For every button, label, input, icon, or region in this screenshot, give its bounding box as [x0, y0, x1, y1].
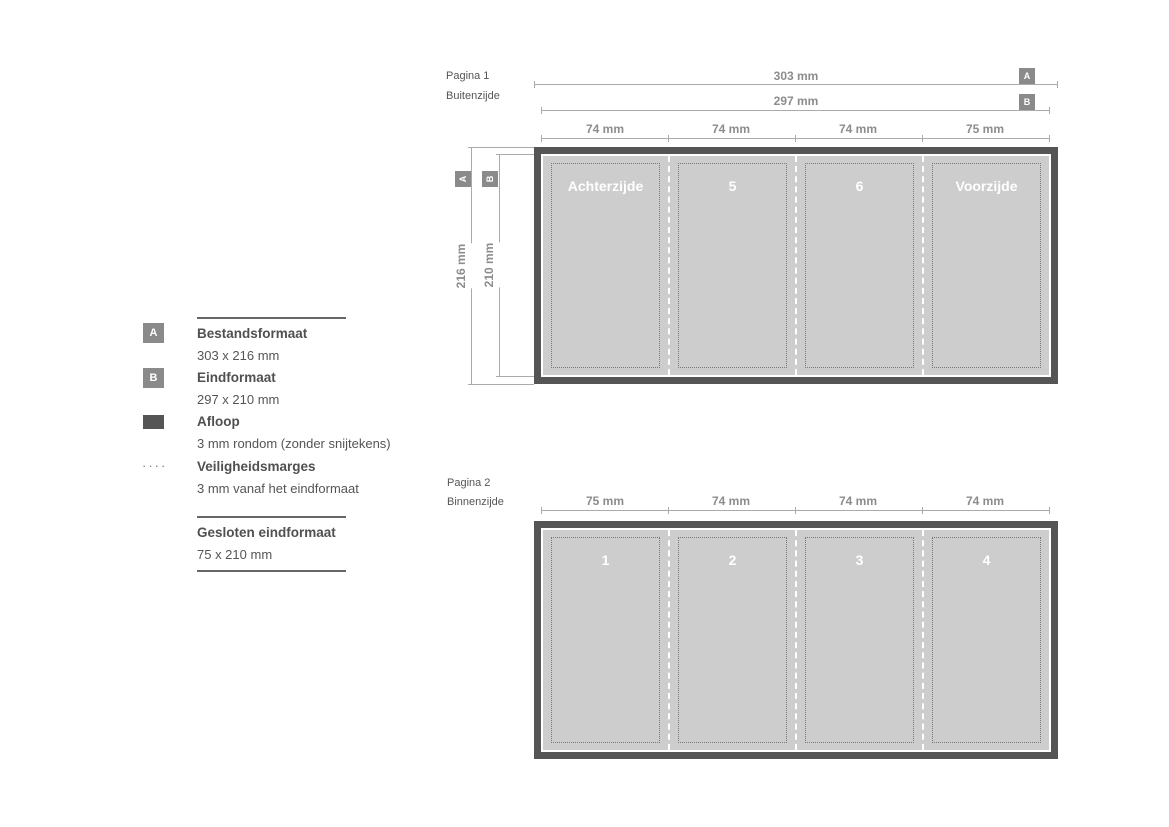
height-a-label: 216 mm	[448, 243, 474, 289]
width-a-tick-left	[534, 81, 535, 88]
panel-width-label: 74 mm	[832, 122, 884, 136]
panel-label: 3	[855, 552, 864, 568]
width-b-tick-left	[541, 107, 542, 114]
height-b-badge: B	[482, 171, 498, 187]
legend-text-gesloten: 75 x 210 mm	[197, 547, 273, 562]
safety-margin	[805, 537, 914, 743]
legend-title-afloop: Afloop	[197, 414, 240, 429]
legend-title-veiligheidsmarges: Veiligheidsmarges	[197, 459, 316, 474]
safety-margin	[932, 537, 1041, 743]
page1-subtitle: Buitenzijde	[446, 90, 500, 102]
safety-margin	[551, 163, 660, 368]
panel-width-label: 75 mm	[959, 122, 1011, 136]
panel-tick	[922, 507, 923, 514]
safety-margin	[932, 163, 1041, 368]
safety-margin	[678, 163, 787, 368]
safety-margin-dots-icon: ····	[142, 458, 168, 473]
width-b-badge: B	[1019, 94, 1035, 110]
width-a-tick-right	[1057, 81, 1058, 88]
legend-title-eindformaat: Eindformaat	[197, 370, 276, 385]
panel-label: 1	[601, 552, 610, 568]
panel-label: Achterzijde	[567, 178, 644, 194]
width-a-label: 303 mm	[767, 69, 825, 83]
page1-trim: Achterzijde 5 6 Voorzijde	[541, 154, 1051, 377]
panel-width-label: 74 mm	[705, 494, 757, 508]
height-b-label: 210 mm	[476, 242, 502, 288]
panel-label: 6	[855, 178, 864, 194]
safety-margin	[805, 163, 914, 368]
width-a-line	[534, 84, 1057, 85]
panel-tick	[541, 135, 542, 142]
panel-width-label: 74 mm	[705, 122, 757, 136]
width-b-tick-right	[1049, 107, 1050, 114]
width-b-label: 297 mm	[767, 94, 825, 108]
page2-sheet: 1 2 3 4	[534, 521, 1058, 759]
panel-tick	[922, 135, 923, 142]
legend-mid-rule	[197, 516, 346, 518]
panel-5: 5	[670, 156, 795, 375]
width-a-badge: A	[1019, 68, 1035, 84]
height-b-extension-top	[499, 154, 534, 155]
height-a-badge: A	[455, 171, 471, 187]
panel-tick	[1049, 507, 1050, 514]
panel-label: Voorzijde	[955, 178, 1018, 194]
fold-line	[922, 530, 924, 750]
panel-tick	[668, 507, 669, 514]
panel-voorzijde: Voorzijde	[924, 156, 1049, 375]
legend-text-eindformaat: 297 x 210 mm	[197, 392, 280, 407]
legend-title-bestandsformaat: Bestandsformaat	[197, 326, 308, 341]
panel-label: 4	[982, 552, 991, 568]
height-b-extension-bottom	[499, 376, 534, 377]
safety-margin	[551, 537, 660, 743]
panel-label: 2	[728, 552, 737, 568]
panel-tick	[541, 507, 542, 514]
safety-margin	[678, 537, 787, 743]
page2-subtitle: Binnenzijde	[447, 496, 504, 508]
legend-badge-b: B	[143, 368, 164, 388]
panel-3: 3	[797, 530, 922, 750]
panel-width-label: 74 mm	[832, 494, 884, 508]
legend-text-afloop: 3 mm rondom (zonder snijtekens)	[197, 436, 391, 451]
panel-tick	[795, 135, 796, 142]
fold-line	[795, 530, 797, 750]
bleed-swatch	[143, 415, 164, 429]
panel-tick	[795, 507, 796, 514]
panel-6: 6	[797, 156, 922, 375]
width-b-line	[541, 110, 1049, 111]
panel-achterzijde: Achterzijde	[543, 156, 668, 375]
fold-line	[668, 530, 670, 750]
legend-title-gesloten: Gesloten eindformaat	[197, 525, 336, 540]
panel-tick	[1049, 135, 1050, 142]
page2-trim: 1 2 3 4	[541, 528, 1051, 752]
legend-bottom-rule	[197, 570, 346, 572]
page1-sheet: Achterzijde 5 6 Voorzijde	[534, 147, 1058, 384]
page2-title: Pagina 2	[447, 477, 491, 489]
panel-width-label: 75 mm	[579, 494, 631, 508]
panel-4: 4	[924, 530, 1049, 750]
panel-1: 1	[543, 530, 668, 750]
panel-width-label: 74 mm	[959, 494, 1011, 508]
fold-line	[922, 156, 924, 375]
fold-line	[795, 156, 797, 375]
panel-2: 2	[670, 530, 795, 750]
panel-label: 5	[728, 178, 737, 194]
page1-title: Pagina 1	[446, 70, 490, 82]
height-a-extension-top	[471, 147, 534, 148]
legend-badge-a: A	[143, 323, 164, 343]
panel-width-label: 74 mm	[579, 122, 631, 136]
legend-text-veiligheidsmarges: 3 mm vanaf het eindformaat	[197, 481, 359, 496]
panel-tick	[668, 135, 669, 142]
height-a-extension-bottom	[471, 384, 534, 385]
fold-line	[668, 156, 670, 375]
legend-text-bestandsformaat: 303 x 216 mm	[197, 348, 280, 363]
legend-top-rule	[197, 317, 346, 319]
